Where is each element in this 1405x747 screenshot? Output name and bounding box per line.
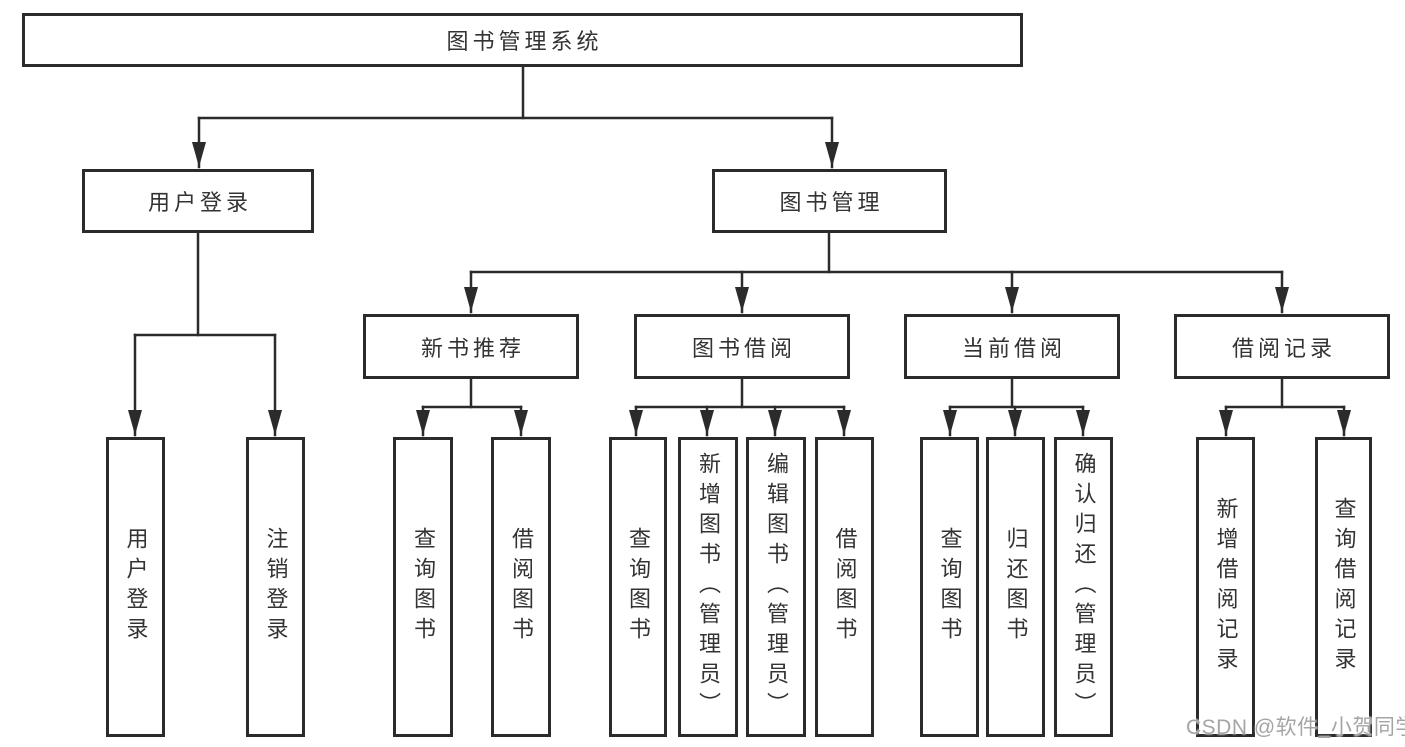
leaf-add-borrow-record: 新增借阅记录 [1196, 437, 1255, 737]
csdn-watermark: CSDN @软件_小贺同学 [1186, 716, 1405, 739]
node-label: 归还图书 [1003, 527, 1029, 647]
leaf-confirm-return-admin: 确认归还（管理员） [1054, 437, 1113, 737]
edge-newbooks-to-leaves [416, 377, 528, 437]
node-label: 图书管理 [779, 190, 884, 215]
leaf-add-books-admin: 新增图书（管理员） [678, 437, 738, 737]
node-label: 用户登录 [147, 190, 252, 215]
node-label: 新增借阅记录 [1213, 497, 1239, 677]
leaf-borrow-books: 借阅图书 [815, 437, 874, 737]
leaf-logout: 注销登录 [246, 437, 305, 737]
edge-mgmt-to-level3 [464, 231, 1289, 314]
node-label: 图书借阅 [691, 335, 796, 361]
edge-current-to-leaves [943, 377, 1090, 437]
node-label: 用户登录 [123, 527, 149, 647]
node-label: 新书推荐 [420, 335, 525, 361]
node-borrowing-records: 借阅记录 [1174, 314, 1390, 379]
leaf-user-login: 用户登录 [106, 437, 165, 737]
node-label: 注销登录 [263, 527, 289, 647]
node-label: 查询借阅记录 [1331, 497, 1357, 677]
leaf-query-books: 查询图书 [920, 437, 979, 737]
node-book-management: 图书管理 [712, 169, 947, 233]
node-book-borrowing: 图书借阅 [634, 314, 850, 379]
leaf-borrow-books: 借阅图书 [491, 437, 551, 737]
edge-login-to-leaves [128, 231, 282, 437]
leaf-return-books: 归还图书 [986, 437, 1045, 737]
node-label: 查询图书 [411, 527, 436, 647]
node-label: 借阅记录 [1231, 335, 1336, 361]
edge-borrow-to-leaves [629, 377, 851, 437]
edge-records-to-leaves [1219, 377, 1351, 437]
leaf-query-books: 查询图书 [609, 437, 667, 737]
node-label: 编辑图书（管理员） [764, 452, 789, 722]
node-user-login: 用户登录 [82, 169, 314, 233]
node-label: 图书管理系统 [446, 29, 603, 54]
node-current-borrowing: 当前借阅 [904, 314, 1120, 379]
node-label: 新增图书（管理员） [696, 452, 721, 722]
leaf-query-borrow-record: 查询借阅记录 [1315, 437, 1372, 737]
node-new-book-recommend: 新书推荐 [363, 314, 579, 379]
node-label: 当前借阅 [961, 335, 1066, 361]
leaf-query-books: 查询图书 [393, 437, 453, 737]
node-label: 查询图书 [937, 527, 963, 647]
node-label: 借阅图书 [832, 527, 858, 647]
leaf-edit-books-admin: 编辑图书（管理员） [746, 437, 806, 737]
edge-root-to-level2 [192, 65, 839, 169]
node-label: 确认归还（管理员） [1071, 452, 1097, 722]
node-library-system: 图书管理系统 [22, 13, 1023, 67]
node-label: 查询图书 [626, 527, 651, 647]
node-label: 借阅图书 [509, 527, 534, 647]
